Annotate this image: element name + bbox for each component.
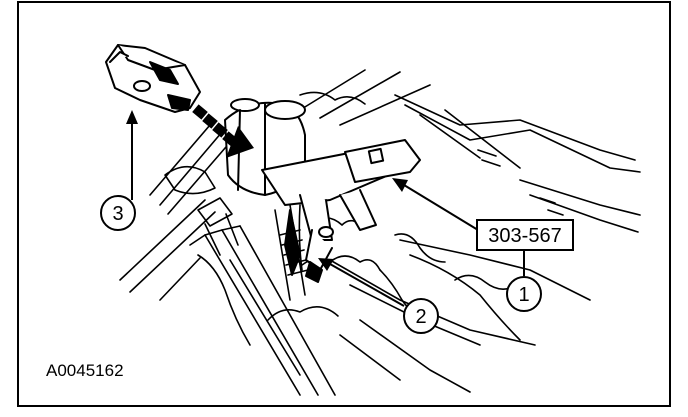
engine-block-drawing (119, 69, 641, 396)
tool-number-label: 303-567 (476, 219, 574, 251)
callout-circle (506, 276, 542, 312)
tool-number-box (476, 219, 574, 251)
leader-lines (131, 120, 525, 307)
callout-circle (403, 298, 439, 334)
callout-2: 2 (403, 298, 439, 334)
leader-arrowheads (126, 110, 408, 271)
tool-number-text: 303-567 (488, 225, 561, 247)
special-tool-drawing (105, 44, 421, 283)
callout-number: 1 (518, 284, 529, 306)
callout-number: 2 (415, 306, 426, 328)
figure-id: A0045162 (46, 361, 124, 380)
callout-1: 1 (506, 276, 542, 312)
install-direction-arrow (192, 104, 254, 158)
callout-number: 3 (112, 203, 123, 225)
callout-circle (100, 195, 136, 231)
callout-3: 3 (100, 195, 136, 231)
